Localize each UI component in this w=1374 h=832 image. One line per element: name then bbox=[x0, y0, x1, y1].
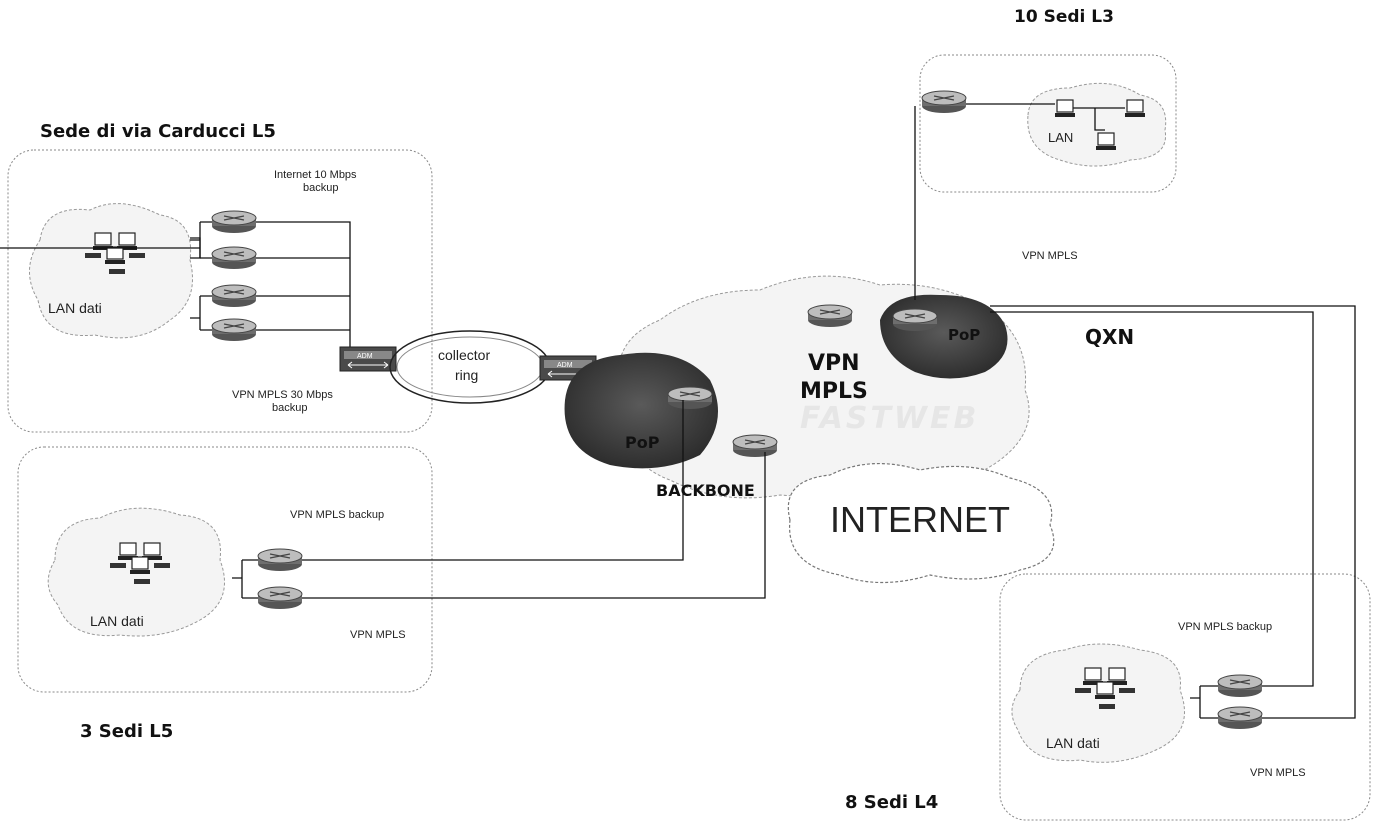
svg-text:ADM: ADM bbox=[557, 362, 573, 369]
sedi-l4-primary-uplink bbox=[990, 305, 1356, 719]
svg-text:ADM: ADM bbox=[357, 353, 373, 360]
carducci-router-3-icon bbox=[211, 284, 257, 308]
qxn-label: QXN bbox=[1085, 325, 1134, 349]
sedi-l4-vpn-label: VPN MPLS bbox=[1250, 767, 1306, 779]
carducci-adm-icon: ADM bbox=[339, 346, 397, 372]
sedi-l5-router-2-icon bbox=[257, 586, 303, 610]
carducci-link-lan-top bbox=[190, 221, 215, 259]
fastweb-watermark: FASTWEB bbox=[800, 401, 979, 436]
sedi-l3-pc-2-icon bbox=[1124, 99, 1146, 118]
sedi-l3-site-box bbox=[919, 54, 1177, 193]
sedi-l4-lan-links bbox=[1190, 685, 1218, 719]
sedi-l5-lan-label: LAN dati bbox=[90, 613, 144, 629]
backbone-label: BACKBONE bbox=[656, 481, 755, 500]
sedi-l4-backup-uplink bbox=[990, 311, 1314, 687]
carducci-link-lan-bottom bbox=[190, 295, 215, 331]
sedi-l3-title: 10 Sedi L3 bbox=[1014, 7, 1114, 27]
collector-ring-label: collector bbox=[438, 347, 490, 363]
sedi-l4-router-2-icon bbox=[1217, 706, 1263, 730]
carducci-router-uplinks bbox=[253, 221, 351, 355]
sedi-l3-lan-cloud bbox=[1027, 82, 1167, 167]
pop-left-router-icon bbox=[667, 386, 713, 410]
vpn-mpls-label: VPN bbox=[808, 351, 860, 376]
pop-right-label: PoP bbox=[948, 326, 980, 344]
pop-right-router-icon bbox=[892, 308, 938, 332]
vpn-mpls-uplink-label: VPN MPLS bbox=[1022, 250, 1078, 262]
sedi-l4-vpn-backup-label: VPN MPLS backup bbox=[1178, 621, 1272, 633]
carducci-internet-label: Internet 10 Mbps bbox=[274, 169, 357, 181]
carducci-vpn-label: VPN MPLS 30 Mbps bbox=[232, 389, 333, 401]
carducci-vpn-label-2: backup bbox=[272, 402, 307, 414]
carducci-lan-label: LAN dati bbox=[48, 300, 102, 316]
sedi-l4-site-box bbox=[999, 573, 1371, 821]
carducci-site-box bbox=[7, 149, 433, 433]
backbone-pop-left-area bbox=[564, 352, 718, 469]
sedi-l4-lan-cloud bbox=[1011, 643, 1185, 763]
sedi-l5-primary-uplink bbox=[300, 452, 766, 599]
sedi-l5-backup-uplink bbox=[300, 400, 684, 561]
sedi-l3-pc-3-icon bbox=[1095, 132, 1117, 151]
vpn-mpls-label-2: MPLS bbox=[800, 379, 868, 404]
internet-label: INTERNET bbox=[830, 499, 1010, 540]
vpn-mpls-router-icon bbox=[807, 304, 853, 328]
carducci-internet-label-2: backup bbox=[303, 182, 338, 194]
sedi-l5-vpn-label: VPN MPLS bbox=[350, 629, 406, 641]
collector-ring-label-2: ring bbox=[455, 367, 478, 383]
pop-left-label: PoP bbox=[625, 433, 660, 452]
sedi-l5-vpn-backup-label: VPN MPLS backup bbox=[290, 509, 384, 521]
sedi-l3-router-icon bbox=[921, 90, 967, 114]
carducci-router-4-icon bbox=[211, 318, 257, 342]
carducci-router-2-icon bbox=[211, 246, 257, 270]
sedi-l5-router-1-icon bbox=[257, 548, 303, 572]
sedi-l4-lan-label: LAN dati bbox=[1046, 735, 1100, 751]
sedi-l4-title: 8 Sedi L4 bbox=[845, 792, 938, 813]
sedi-l5-lan-links bbox=[232, 559, 260, 599]
internet-cloud bbox=[787, 463, 1055, 584]
sedi-l4-router-1-icon bbox=[1217, 674, 1263, 698]
carducci-router-1-icon bbox=[211, 210, 257, 234]
sedi-l3-lan-links bbox=[962, 103, 1125, 131]
backbone-router-icon bbox=[732, 434, 778, 458]
carducci-title: Sede di via Carducci L5 bbox=[40, 121, 276, 142]
sedi-l3-lan-label: LAN bbox=[1048, 130, 1073, 145]
sedi-l5-site-box bbox=[17, 446, 433, 693]
sedi-l3-pc-1-icon bbox=[1054, 99, 1076, 118]
sedi-l5-title: 3 Sedi L5 bbox=[80, 721, 173, 742]
